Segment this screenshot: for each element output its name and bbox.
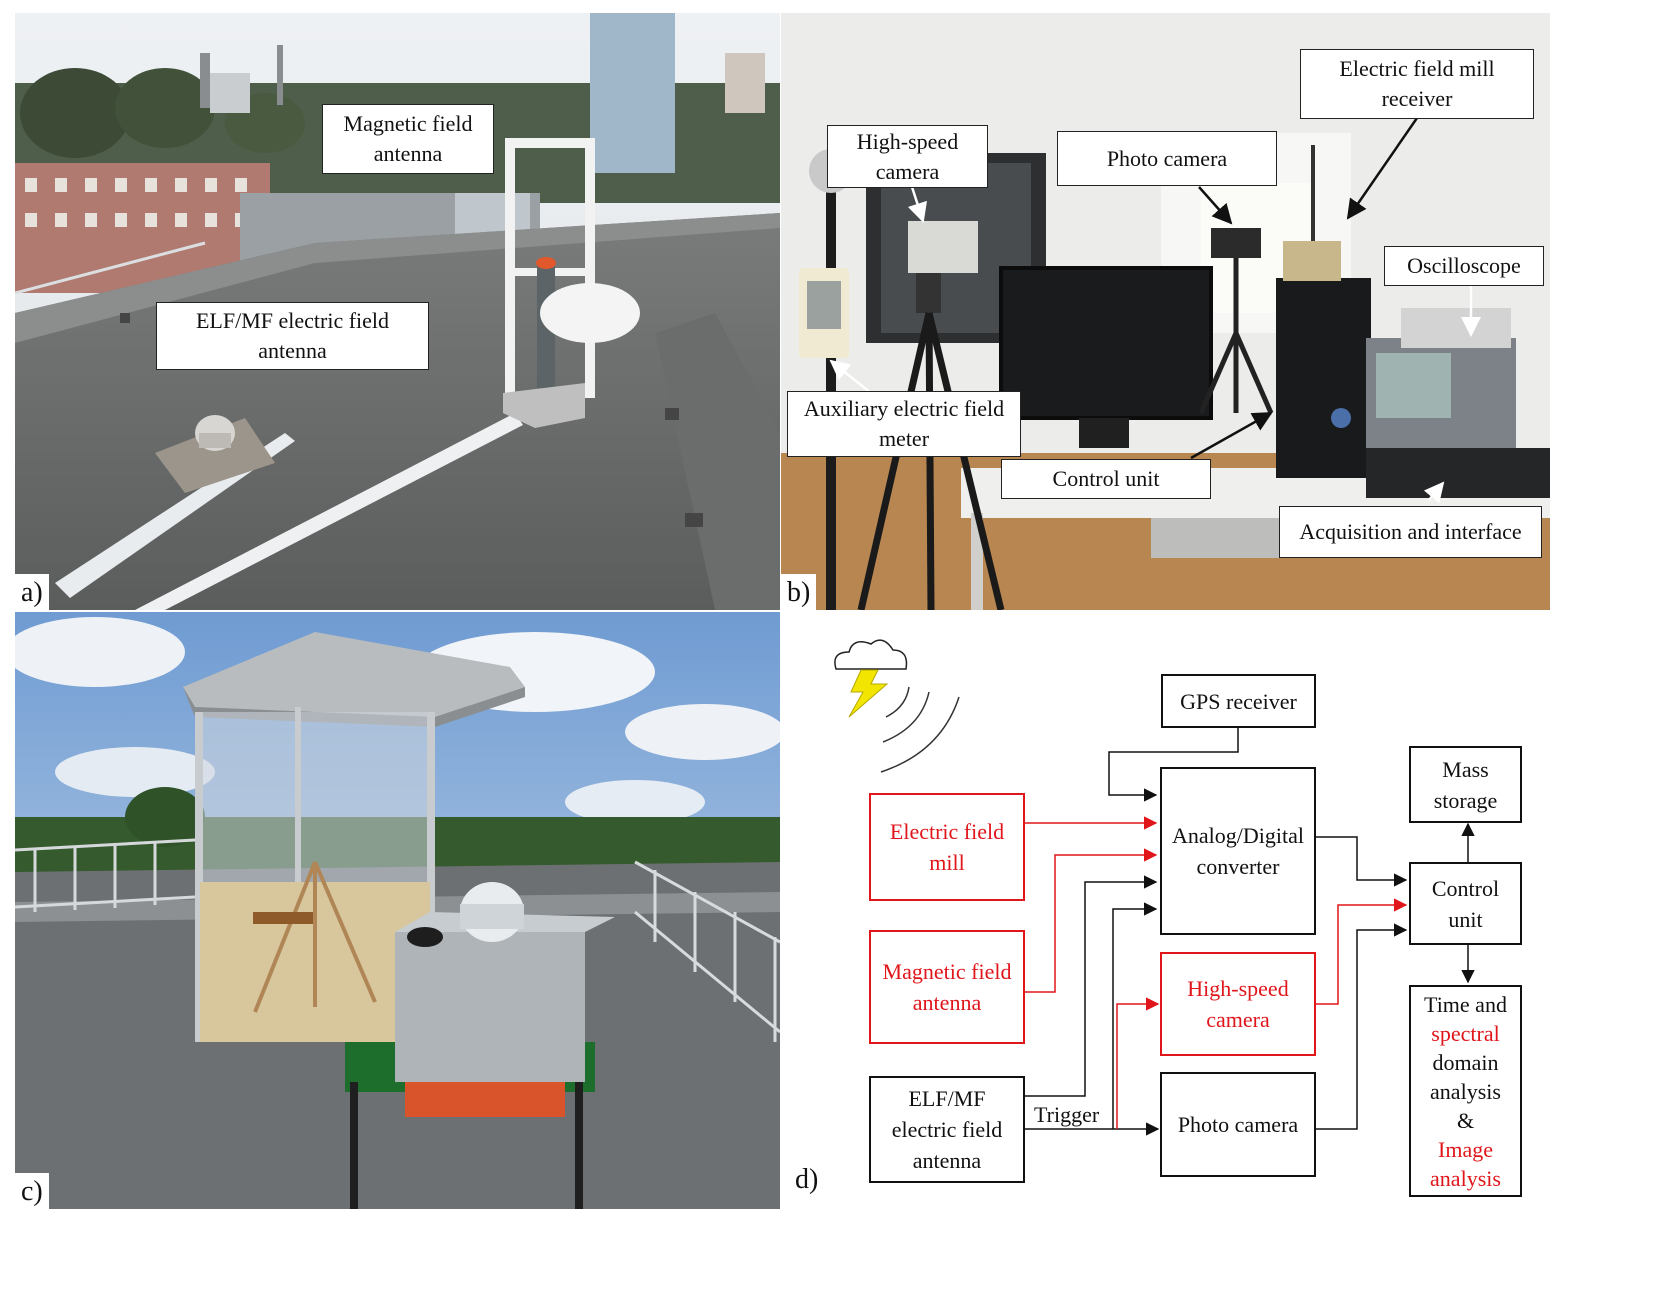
analysis-line-3: domain	[1432, 1049, 1499, 1075]
panel-label-c: c)	[15, 1173, 49, 1209]
block-high-speed-camera: High-speed camera	[1160, 952, 1316, 1056]
panel-c-rooftop-station: c)	[15, 612, 780, 1209]
trigger-label: Trigger	[1034, 1102, 1100, 1127]
block-control-unit: Control unit	[1409, 862, 1522, 945]
analysis-line-4: analysis	[1430, 1078, 1501, 1104]
block-electric-field-mill: Electric field mill	[869, 793, 1025, 901]
block-photo-camera: Photo camera	[1160, 1072, 1316, 1177]
analysis-line-1: Time and	[1424, 991, 1507, 1017]
callout-acquisition-interface: Acquisition and interface	[1279, 506, 1542, 558]
block-gps-receiver: GPS receiver	[1161, 674, 1316, 728]
block-elf-mf-antenna: ELF/MF electric field antenna	[869, 1076, 1025, 1183]
panel-a-rooftop-antennas: Magnetic field antenna ELF/MF electric f…	[15, 13, 780, 610]
panel-label-d: d)	[789, 1161, 825, 1197]
analysis-line-7: analysis	[1430, 1165, 1501, 1191]
analysis-line-5: &	[1456, 1107, 1475, 1133]
block-analog-digital-converter: Analog/Digital converter	[1160, 767, 1316, 935]
panel-b-lab-equipment: High-speed camera Photo camera Electric …	[781, 13, 1550, 610]
analysis-line-2: spectral	[1431, 1020, 1500, 1046]
callout-magnetic-field-antenna: Magnetic field antenna	[322, 104, 494, 174]
panel-b-callout-arrows	[829, 117, 1481, 504]
callout-control-unit: Control unit	[1001, 459, 1211, 499]
analysis-line-6: Image	[1438, 1136, 1493, 1162]
cloud-icon	[834, 639, 908, 670]
panel-label-b: b)	[781, 574, 817, 610]
rooftop-photo-c	[15, 612, 780, 1209]
block-magnetic-field-antenna: Magnetic field antenna	[869, 930, 1025, 1044]
diagram-connectors	[834, 639, 1475, 1136]
callout-elf-mf-antenna: ELF/MF electric field antenna	[156, 302, 429, 370]
block-mass-storage: Mass storage	[1409, 746, 1522, 823]
callout-field-mill-receiver: Electric field mill receiver	[1300, 49, 1534, 119]
callout-oscilloscope: Oscilloscope	[1384, 246, 1544, 286]
radio-wave-icon	[880, 686, 960, 773]
block-time-spectral-image-analysis: Time and spectral domain analysis & Imag…	[1409, 985, 1522, 1197]
callout-auxiliary-meter: Auxiliary electric field meter	[787, 391, 1021, 457]
panel-d-system-block-diagram: GPS receiver Analog/Digital converter El…	[781, 612, 1550, 1209]
callout-photo-camera: Photo camera	[1057, 131, 1277, 186]
panel-label-a: a)	[15, 574, 49, 610]
callout-high-speed-camera: High-speed camera	[827, 125, 988, 188]
lightning-icon	[848, 669, 889, 718]
